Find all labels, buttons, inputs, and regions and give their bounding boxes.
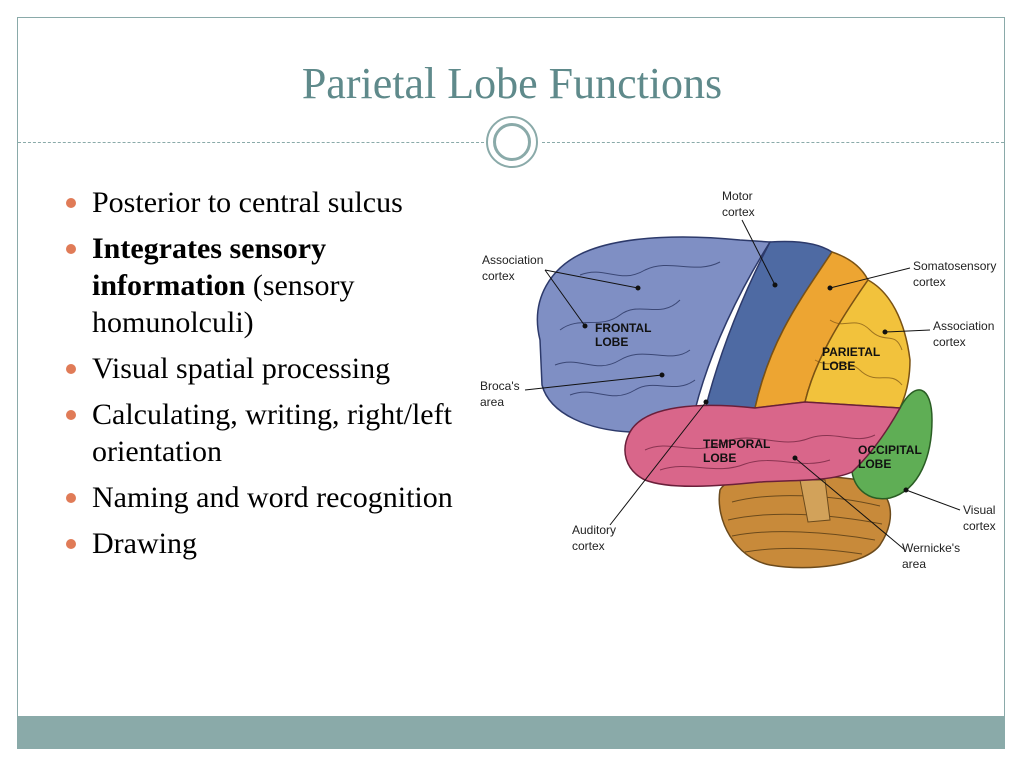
wernickes-area-label: Wernicke's	[902, 541, 960, 555]
title-divider-right	[542, 142, 1004, 143]
bullet-dot-icon	[66, 410, 76, 420]
footer-band	[18, 716, 1004, 748]
bullet-dot-icon	[66, 244, 76, 254]
association-cortex-right-label-line2: cortex	[933, 335, 966, 349]
brain-diagram: FRONTAL LOBE PARIETAL LOBE TEMPORAL LOBE…	[480, 189, 996, 571]
bullet-item: Drawing	[64, 525, 454, 562]
parietal-lobe-label: PARIETAL	[822, 345, 880, 359]
association-cortex-left-label: Association	[482, 253, 543, 267]
visual-cortex-label-line2: cortex	[963, 519, 996, 533]
bullet-item: Calculating, writing, right/left orienta…	[64, 396, 454, 470]
frontal-lobe-label: FRONTAL	[595, 321, 651, 335]
bullet-item: Naming and word recognition	[64, 479, 454, 516]
auditory-cortex-label: Auditory	[572, 523, 616, 537]
title-ring-ornament	[486, 116, 538, 168]
association-cortex-left-label-line2: cortex	[482, 269, 515, 283]
temporal-gyri-lines	[644, 434, 876, 471]
bullet-list: Posterior to central sulcus Integrates s…	[64, 184, 454, 571]
bullet-dot-icon	[66, 539, 76, 549]
gyri-lines	[554, 261, 721, 397]
brocas-area-label: Broca's	[480, 379, 520, 393]
leader-lines	[524, 219, 961, 551]
parietal-gyri-lines	[814, 319, 903, 386]
bullet-item: Integrates sensory information (sensory …	[64, 230, 454, 341]
auditory-cortex-label-line2: cortex	[572, 539, 605, 553]
temporal-lobe-label: TEMPORAL	[703, 437, 770, 451]
somatosensory-cortex-label: Somatosensory	[913, 259, 996, 273]
motor-cortex-label: Motor	[722, 189, 753, 203]
association-cortex-right-label: Association	[933, 319, 994, 333]
bullet-item: Visual spatial processing	[64, 350, 454, 387]
occipital-lobe-label: OCCIPITAL	[858, 443, 922, 457]
temporal-lobe-label-line2: LOBE	[703, 451, 736, 465]
parietal-lobe-region	[804, 279, 911, 409]
frontal-lobe-region	[536, 236, 772, 433]
bullet-dot-icon	[66, 493, 76, 503]
motor-cortex-label-line2: cortex	[722, 205, 755, 219]
title-divider-left	[18, 142, 484, 143]
parietal-lobe-label-line2: LOBE	[822, 359, 855, 373]
slide-title: Parietal Lobe Functions	[301, 59, 723, 108]
bullet-dot-icon	[66, 198, 76, 208]
wernickes-area-label-line2: area	[902, 557, 926, 571]
visual-cortex-label: Visual	[963, 503, 995, 517]
bullet-dot-icon	[66, 364, 76, 374]
frontal-lobe-label-line2: LOBE	[595, 335, 628, 349]
brocas-area-label-line2: area	[480, 395, 504, 409]
bullet-item: Posterior to central sulcus	[64, 184, 454, 221]
somatosensory-cortex-label-line2: cortex	[913, 275, 946, 289]
occipital-lobe-label-line2: LOBE	[858, 457, 891, 471]
